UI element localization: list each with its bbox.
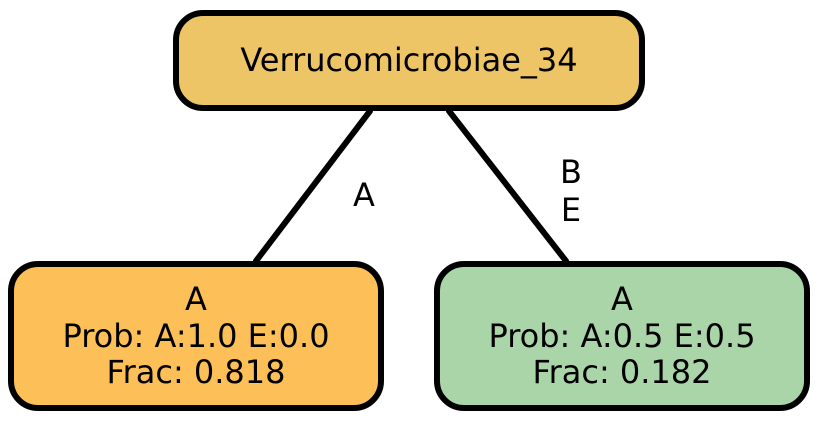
- edge-label-left: A: [347, 176, 381, 214]
- edge-root-to-right: [446, 108, 569, 264]
- edge-label-left-line: A: [353, 176, 375, 214]
- leaf-left-prob-text: Prob: A:1.0 E:0.0: [62, 316, 330, 355]
- root-node: Verrucomicrobiae_34: [173, 10, 645, 111]
- leaf-right-prob-text: Prob: A:0.5 E:0.5: [488, 316, 756, 355]
- leaf-right-class-label: A: [611, 279, 633, 318]
- edge-label-right-line-1: B: [560, 153, 582, 191]
- edge-label-right-line-2: E: [560, 191, 582, 230]
- leaf-node-left: A Prob: A:1.0 E:0.0 Frac: 0.818: [8, 261, 384, 411]
- leaf-left-frac-text: Frac: 0.818: [106, 353, 286, 392]
- leaf-left-class-label: A: [185, 279, 207, 318]
- root-node-label: Verrucomicrobiae_34: [240, 41, 578, 80]
- leaf-right-frac-text: Frac: 0.182: [532, 353, 712, 392]
- leaf-node-right: A Prob: A:0.5 E:0.5 Frac: 0.182: [434, 261, 810, 411]
- edge-label-right: B E: [553, 153, 589, 230]
- edge-root-to-left: [253, 108, 373, 264]
